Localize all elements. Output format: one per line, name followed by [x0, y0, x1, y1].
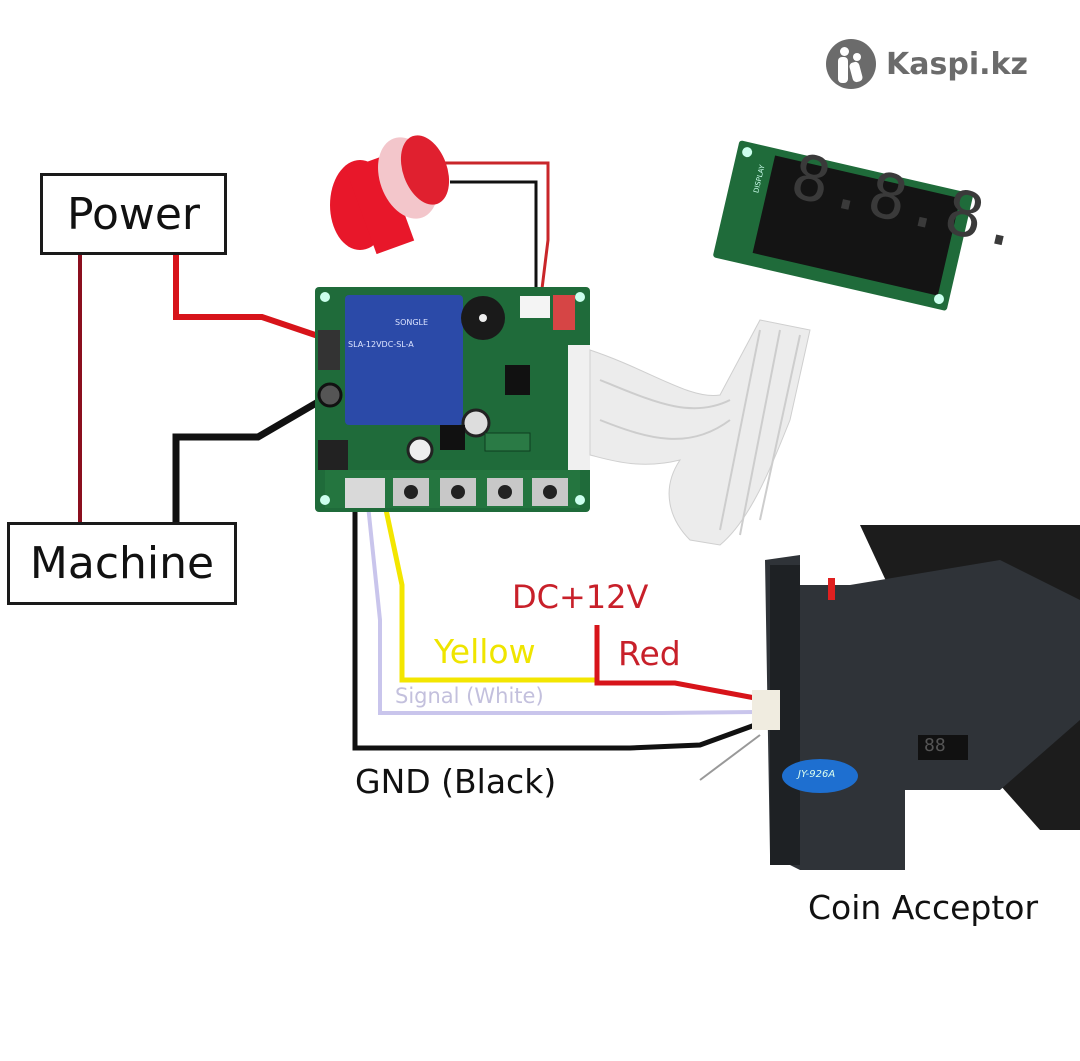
arcade-button: [330, 135, 450, 255]
signal-wire: [366, 504, 756, 715]
ribbon-cable: [589, 319, 811, 546]
controller-board: [315, 287, 590, 512]
gnd-label: GND (Black): [355, 762, 557, 801]
power-red-wire: [173, 253, 331, 343]
button-red-wire: [445, 161, 550, 306]
machine-label: Machine: [29, 538, 215, 589]
watermark: Kaspi.kz: [826, 38, 1028, 90]
yellow-wire: [382, 504, 597, 683]
relay-brand: SONGLE: [395, 318, 429, 327]
relay: [345, 295, 463, 425]
watermark-text: Kaspi.kz: [886, 46, 1028, 82]
red-12v-wire: [594, 625, 756, 701]
coin-acceptor: [752, 525, 1080, 870]
red-label: Red: [618, 634, 681, 673]
display-board: [713, 140, 973, 311]
acceptor-model: JY-926A: [798, 769, 836, 780]
button-black-wire: [450, 180, 538, 305]
gnd-black-wire: [352, 505, 756, 751]
machine-black-wire: [172, 391, 332, 523]
yellow-label: Yellow: [434, 632, 536, 671]
power-node: Power: [40, 173, 227, 255]
acceptor-display: 88: [924, 735, 946, 756]
kaspi-logo-icon: [826, 39, 876, 89]
dc12v-label: DC+12V: [512, 578, 649, 616]
relay-model: SLA-12VDC-SL-A: [348, 340, 414, 349]
signal-label: Signal (White): [395, 684, 544, 708]
machine-node: Machine: [7, 522, 237, 605]
power-label: Power: [66, 188, 201, 240]
coin-acceptor-label: Coin Acceptor: [808, 888, 1039, 927]
